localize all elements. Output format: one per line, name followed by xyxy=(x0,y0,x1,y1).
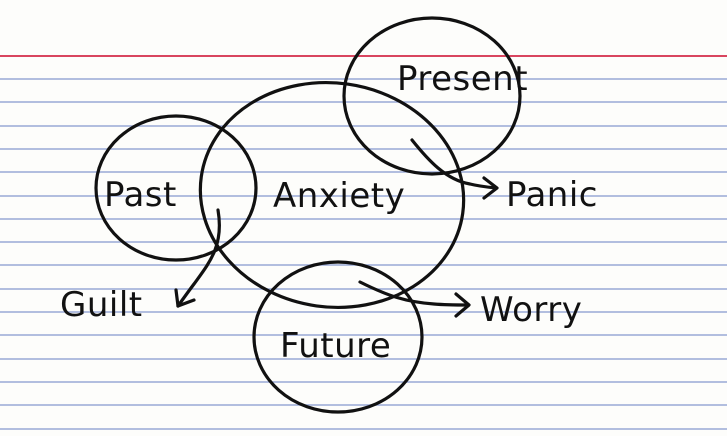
future-label: Future xyxy=(280,326,391,366)
past-to-guilt-arrow xyxy=(176,208,221,308)
future-circle xyxy=(252,260,424,414)
anxiety-label: Anxiety xyxy=(273,176,405,216)
present-to-panic-arrow xyxy=(410,138,498,190)
panic-label: Panic xyxy=(506,175,598,215)
present-circle xyxy=(342,16,522,176)
anxiety-circle xyxy=(198,80,466,310)
future-to-worry-arrow xyxy=(358,280,470,307)
present-label: Present xyxy=(397,59,528,99)
past-to-guilt-arrowhead xyxy=(174,288,196,308)
past-circle xyxy=(94,114,258,262)
guilt-label: Guilt xyxy=(60,285,143,325)
worry-label: Worry xyxy=(480,290,582,330)
future-to-worry-arrowhead xyxy=(454,292,471,318)
past-label: Past xyxy=(104,175,177,215)
present-to-panic-arrowhead xyxy=(482,176,499,200)
